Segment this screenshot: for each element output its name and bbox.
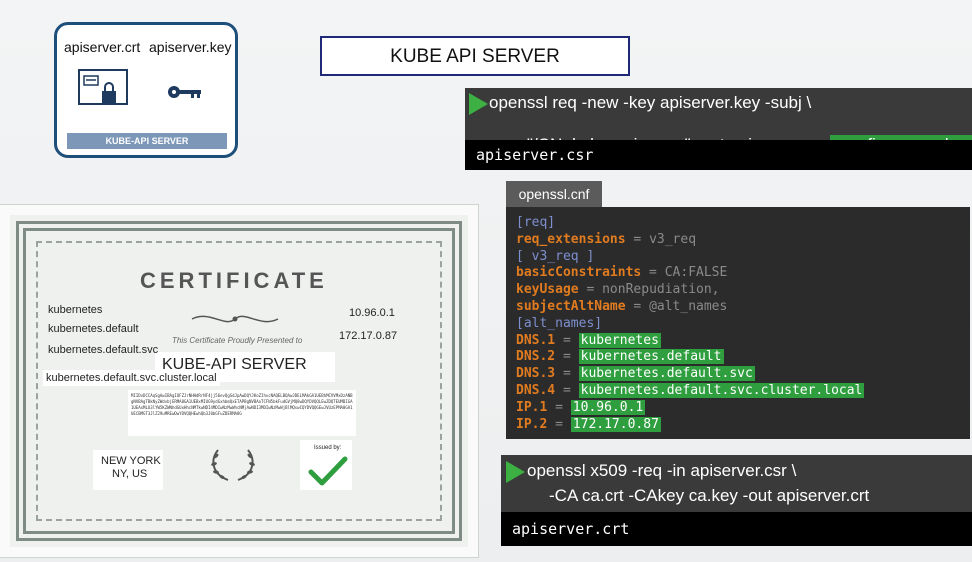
san-entry: kubernetes.default xyxy=(48,323,139,335)
cnf-operator: = xyxy=(547,399,571,415)
cnf-value: nonRepudiation, xyxy=(602,282,720,298)
req-command-line-1: openssl req -new -key apiserver.key -sub… xyxy=(489,93,812,112)
laurel-wreath-icon xyxy=(208,444,258,489)
page-title: KUBE API SERVER xyxy=(320,36,630,76)
cnf-key: IP.2 xyxy=(516,416,548,432)
certificate-recipient-name: KUBE-API SERVER xyxy=(162,356,307,373)
cnf-section-header: [req] xyxy=(516,215,556,230)
cnf-value: kubernetes.default.svc xyxy=(578,366,755,382)
cert-file-label: apiserver.crt xyxy=(64,39,141,55)
certificate-lock-icon xyxy=(78,69,130,112)
certificate-heading: CERTIFICATE xyxy=(140,268,328,293)
cnf-line: IP.2 = 172.17.0.87 xyxy=(516,416,970,434)
play-icon xyxy=(469,93,488,115)
san-entry: kubernetes.default.svc.cluster.local xyxy=(43,370,220,386)
x509-output-block: apiserver.crt xyxy=(501,512,972,546)
key-file-label: apiserver.key xyxy=(149,39,232,55)
cnf-line: subjectAltName = @alt_names xyxy=(516,299,970,316)
location-box xyxy=(93,450,163,490)
san-entry: kubernetes.default.svc xyxy=(48,344,159,356)
cnf-key: subjectAltName xyxy=(516,298,626,314)
apiserver-key-cert-card: apiserver.crt apiserver.key KUBE-API SER… xyxy=(54,22,238,158)
cnf-line: [alt_names] xyxy=(516,316,970,333)
cnf-key: DNS.1 xyxy=(516,332,556,348)
cnf-operator: = xyxy=(641,265,665,281)
cnf-operator: = xyxy=(625,298,650,314)
cnf-line: DNS.4 = kubernetes.default.svc.cluster.l… xyxy=(516,382,970,400)
cnf-operator: = xyxy=(555,366,579,382)
key-icon xyxy=(167,83,203,106)
cnf-operator: = xyxy=(555,332,579,348)
cnf-line: basicConstraints = CA:FALSE xyxy=(516,265,970,282)
cnf-operator: = xyxy=(555,382,579,398)
x509-command-line-2: -CA ca.crt -CAkey ca.key -out apiserver.… xyxy=(549,486,870,505)
cnf-key: DNS.4 xyxy=(516,382,556,398)
openssl-cnf-tab: openssl.cnf xyxy=(506,181,602,207)
cnf-line: DNS.3 = kubernetes.default.svc xyxy=(516,366,970,383)
san-entry: kubernetes xyxy=(48,304,103,316)
cnf-section-header: [ v3_req ] xyxy=(516,248,595,264)
cnf-line: DNS.1 = kubernetes xyxy=(516,332,970,350)
cnf-key: IP.1 xyxy=(516,399,548,415)
openssl-x509-command-block: openssl x509 -req -in apiserver.csr \ -C… xyxy=(501,455,972,512)
ornament-divider xyxy=(190,312,280,331)
san-ip-entry: 10.96.0.1 xyxy=(349,307,395,319)
openssl-cnf-content: [req]req_extensions = v3_req[ v3_req ]ba… xyxy=(506,207,970,439)
cnf-value: kubernetes.default.svc.cluster.local xyxy=(578,382,865,398)
req-output-filename: apiserver.csr xyxy=(476,146,594,164)
cnf-line: keyUsage = nonRepudiation, xyxy=(516,282,970,299)
check-mark-icon xyxy=(308,456,348,491)
cnf-key: DNS.3 xyxy=(516,366,556,382)
cnf-value: 10.96.0.1 xyxy=(570,399,646,415)
cnf-line: req_extensions = v3_req xyxy=(516,232,970,249)
req-output-block: apiserver.csr xyxy=(465,140,972,170)
cnf-value: v3_req xyxy=(649,231,697,247)
cnf-key: keyUsage xyxy=(516,282,579,298)
cnf-line: DNS.2 = kubernetes.default xyxy=(516,349,970,366)
cnf-value: kubernetes xyxy=(578,332,661,348)
cnf-operator: = xyxy=(555,349,579,365)
certificate-location-2: NY, US xyxy=(112,468,148,480)
cnf-operator: = xyxy=(547,416,571,432)
cnf-line: [ v3_req ] xyxy=(516,249,970,266)
cnf-line: IP.1 = 10.96.0.1 xyxy=(516,399,970,417)
cnf-value: 172.17.0.87 xyxy=(570,416,661,432)
cnf-operator: = xyxy=(578,282,603,298)
cnf-value: @alt_names xyxy=(649,298,728,314)
certificate-location: NEW YORK xyxy=(101,455,161,467)
cnf-operator: = xyxy=(625,231,650,247)
cnf-line: [req] xyxy=(516,215,970,232)
x509-output-filename: apiserver.crt xyxy=(512,520,630,538)
cnf-key: basicConstraints xyxy=(516,265,642,281)
issued-by-label: Issued by: xyxy=(314,445,342,451)
cnf-key: DNS.2 xyxy=(516,349,556,365)
san-ip-entry: 172.17.0.87 xyxy=(339,330,398,342)
cnf-value: CA:FALSE xyxy=(664,265,728,281)
x509-command-line-1: openssl x509 -req -in apiserver.csr \ xyxy=(527,461,797,480)
cnf-value: kubernetes.default xyxy=(578,349,724,365)
openssl-req-command-block: openssl req -new -key apiserver.key -sub… xyxy=(465,88,972,154)
certificate-encoded-data: MIIDvDCCAqSgAwIBAgIUFZJrNHHdRrNF4jj56evQ… xyxy=(128,390,356,436)
card-footer-label: KUBE-API SERVER xyxy=(67,133,227,149)
certificate-presented-text: This Certificate Proudly Presented to xyxy=(172,336,303,345)
cnf-section-header: [alt_names] xyxy=(516,315,603,331)
cnf-key: req_extensions xyxy=(516,231,626,247)
play-icon xyxy=(506,461,525,483)
